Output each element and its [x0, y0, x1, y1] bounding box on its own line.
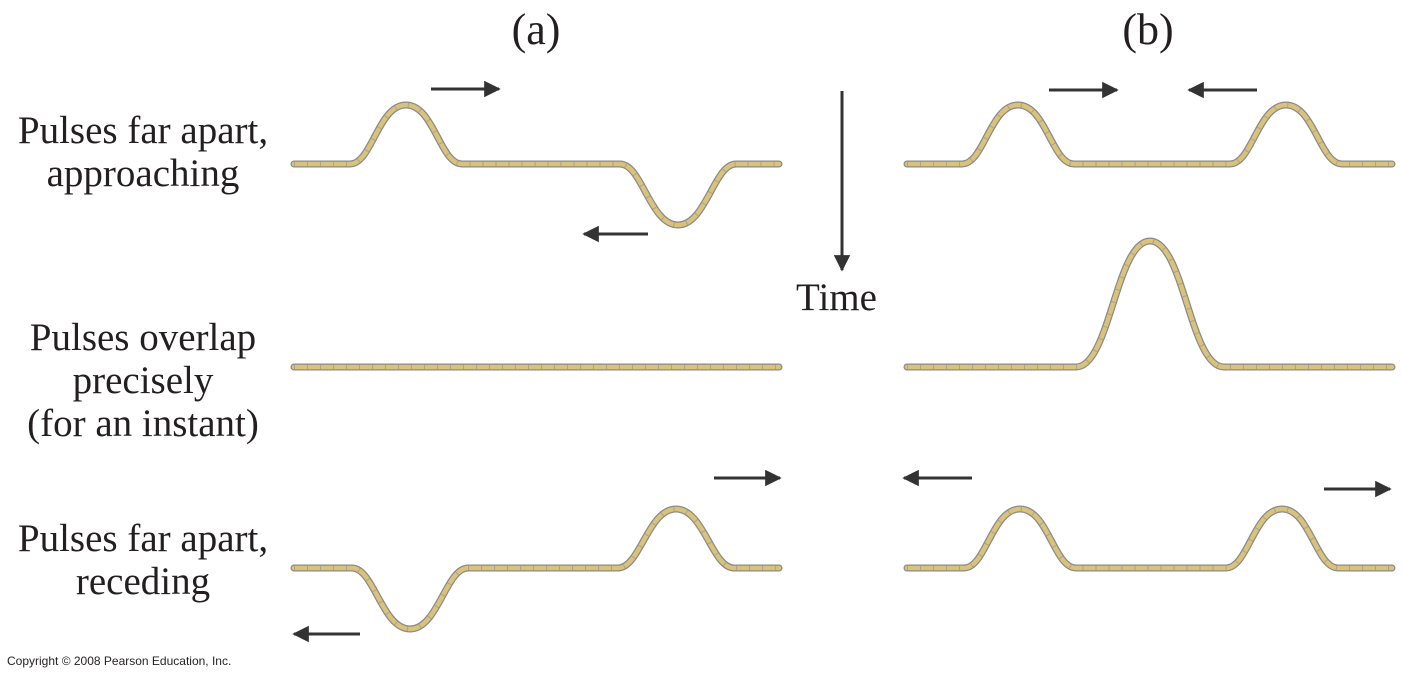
rope-b-row2 — [903, 237, 1396, 371]
row-label-bottom-line2: receding — [75, 560, 211, 603]
row-label-top-line1: Pulses far apart, — [17, 109, 269, 152]
row-label-top: Pulses far apart, approaching — [0, 109, 286, 195]
panel-label-b: (b) — [1122, 5, 1174, 54]
row-label-middle-line1: Pulses overlap — [29, 316, 257, 359]
row-label-bottom-line1: Pulses far apart, — [17, 517, 269, 560]
row-label-middle-line2: precisely — [72, 359, 214, 402]
time-axis-label: Time — [796, 276, 877, 319]
panel-label-a: (a) — [511, 5, 561, 54]
copyright-notice: Copyright © 2008 Pearson Education, Inc. — [7, 654, 232, 668]
rope-a-row3 — [290, 505, 783, 633]
rope-b-row1 — [903, 101, 1396, 168]
rope-b-row3 — [903, 505, 1396, 572]
rope-a-row1 — [290, 101, 783, 229]
row-label-bottom: Pulses far apart, receding — [0, 517, 286, 603]
row-label-top-line2: approaching — [46, 152, 240, 195]
row-label-middle: Pulses overlap precisely (for an instant… — [0, 316, 286, 445]
row-label-middle-line3: (for an instant) — [27, 402, 259, 445]
